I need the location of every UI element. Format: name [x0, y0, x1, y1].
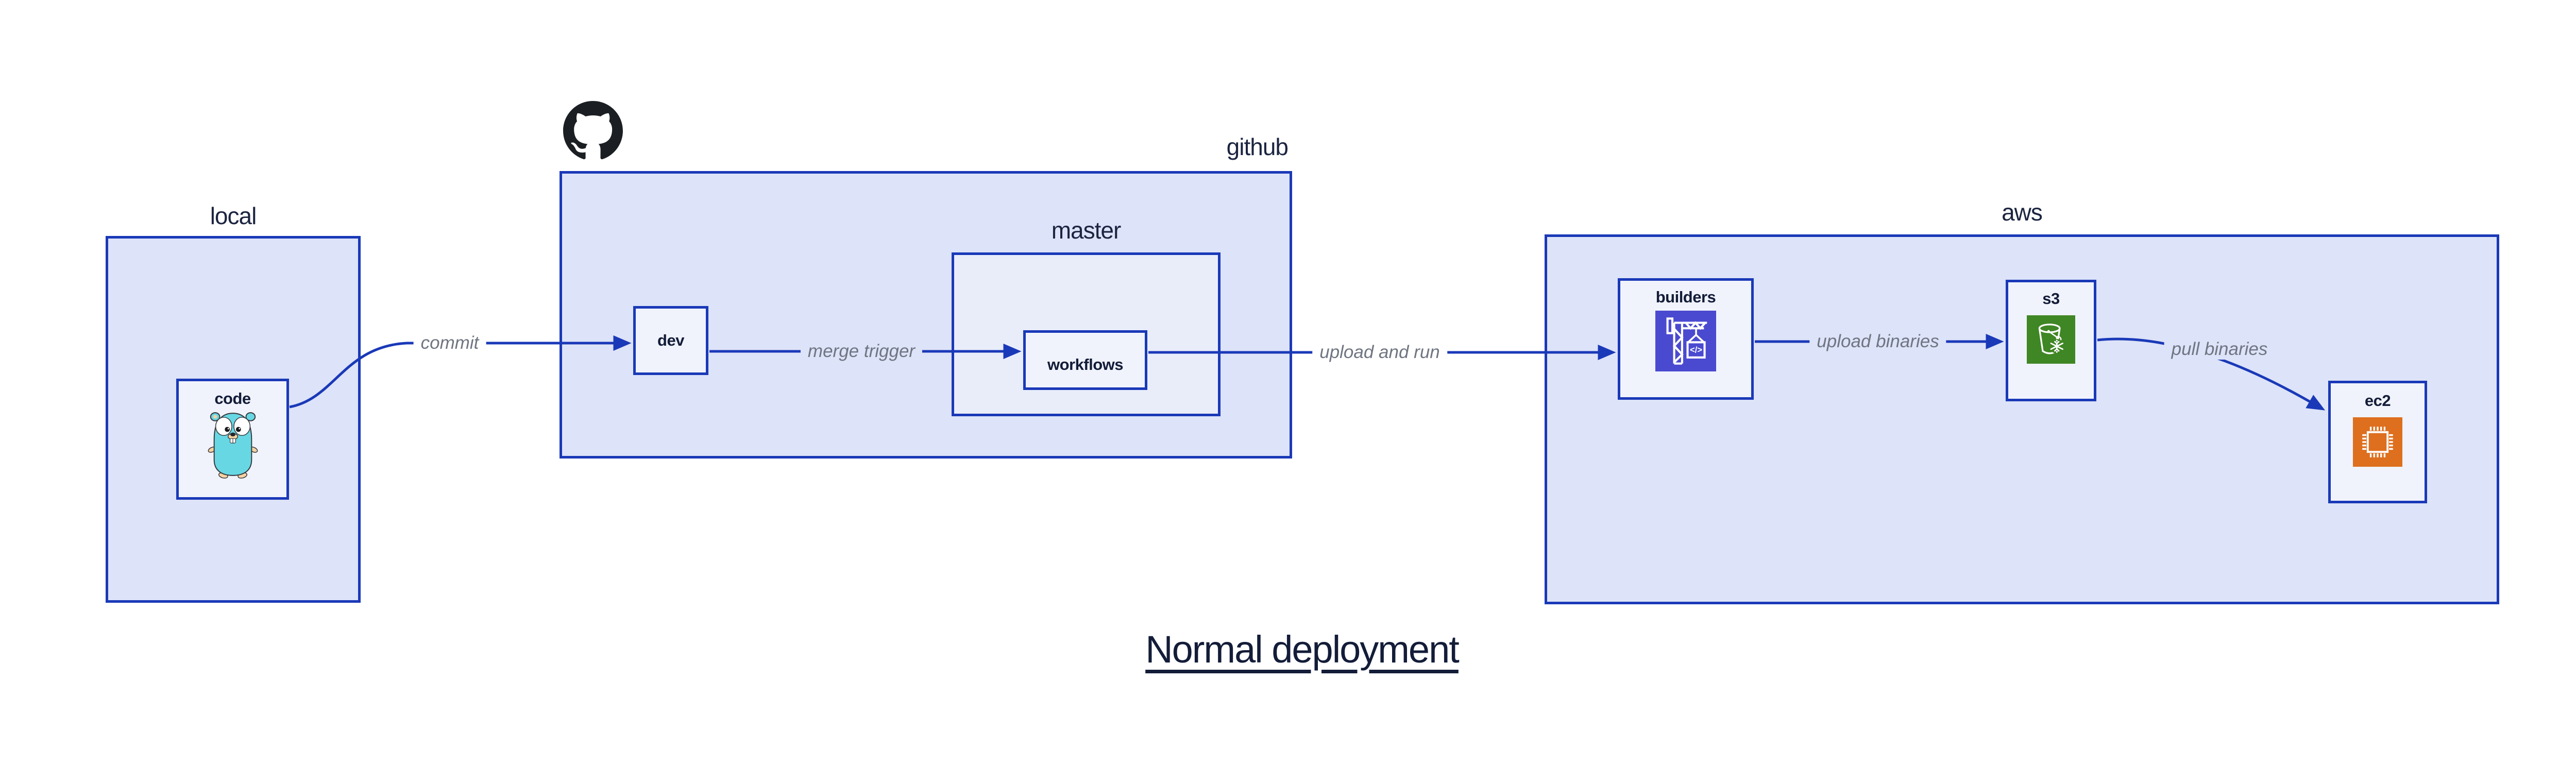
edge-commit-label: commit	[413, 333, 486, 353]
go-gopher-icon	[208, 412, 258, 479]
edge-merge-trigger-label: merge trigger	[800, 341, 923, 362]
node-ec2-label: ec2	[2364, 392, 2391, 410]
group-aws-title: aws	[2002, 199, 2043, 226]
svg-text:</>: </>	[1690, 345, 1702, 354]
build-crane-icon: </>	[1655, 311, 1716, 371]
node-builders-label: builders	[1655, 288, 1716, 306]
edge-upload-binaries-label: upload binaries	[1809, 331, 1946, 352]
node-code-label: code	[214, 389, 251, 408]
node-s3: s3	[2006, 280, 2096, 401]
diagram-caption: Normal deployment	[1145, 628, 1460, 671]
node-code: code	[176, 379, 289, 500]
group-master-title: master	[1051, 217, 1122, 244]
edge-pull-binaries-label: pull binaries	[2164, 339, 2275, 360]
node-dev: dev	[633, 306, 708, 375]
node-workflows-label: workflows	[1047, 355, 1124, 373]
group-github-title: github	[1226, 133, 1289, 160]
node-builders: builders </>	[1618, 278, 1754, 400]
cpu-chip-icon	[2353, 417, 2402, 467]
node-ec2: ec2	[2328, 381, 2427, 503]
node-workflows: workflows	[1023, 330, 1147, 390]
group-local-title: local	[210, 202, 257, 229]
s3-bucket-snowflake-icon	[2027, 315, 2075, 364]
edge-upload-and-run-label: upload and run	[1312, 342, 1447, 363]
github-octocat-icon	[563, 101, 623, 160]
node-s3-label: s3	[2042, 290, 2060, 308]
node-dev-label: dev	[657, 331, 684, 349]
